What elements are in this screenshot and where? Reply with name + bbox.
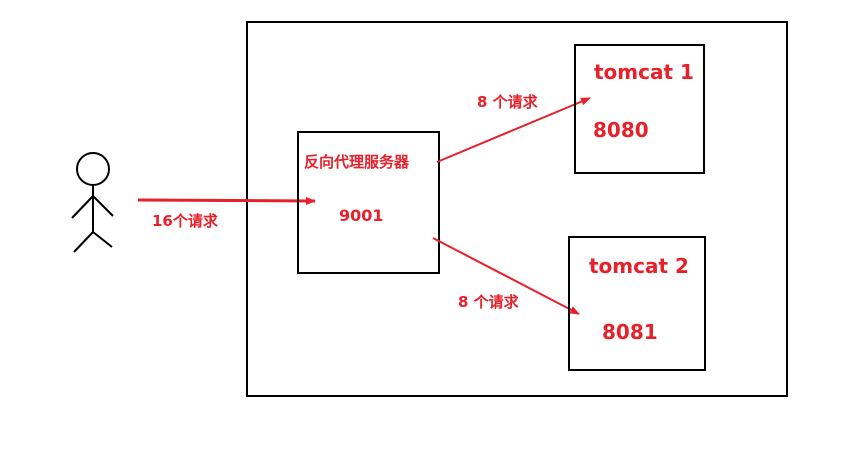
proxy-to-tomcat2-arrow: [432, 237, 580, 315]
tomcat2-box: [568, 236, 706, 371]
client-request-arrow: [137, 196, 316, 205]
user-icon: [71, 152, 114, 253]
server-cluster-box: [246, 21, 788, 397]
proxy-title: 反向代理服务器: [304, 153, 410, 171]
tomcat1-box: [574, 44, 705, 174]
proxy-port: 9001: [339, 206, 384, 225]
tomcat1-port: 8080: [593, 118, 649, 142]
tomcat2-request-label: 8 个请求: [458, 293, 520, 311]
client-request-label: 16个请求: [152, 212, 219, 230]
tomcat2-name: tomcat 2: [589, 254, 689, 278]
proxy-server-box: [297, 131, 440, 274]
tomcat1-name: tomcat 1: [594, 60, 694, 84]
tomcat1-request-label: 8 个请求: [477, 93, 539, 111]
tomcat2-port: 8081: [602, 320, 658, 344]
proxy-to-tomcat1-arrow: [436, 97, 591, 163]
